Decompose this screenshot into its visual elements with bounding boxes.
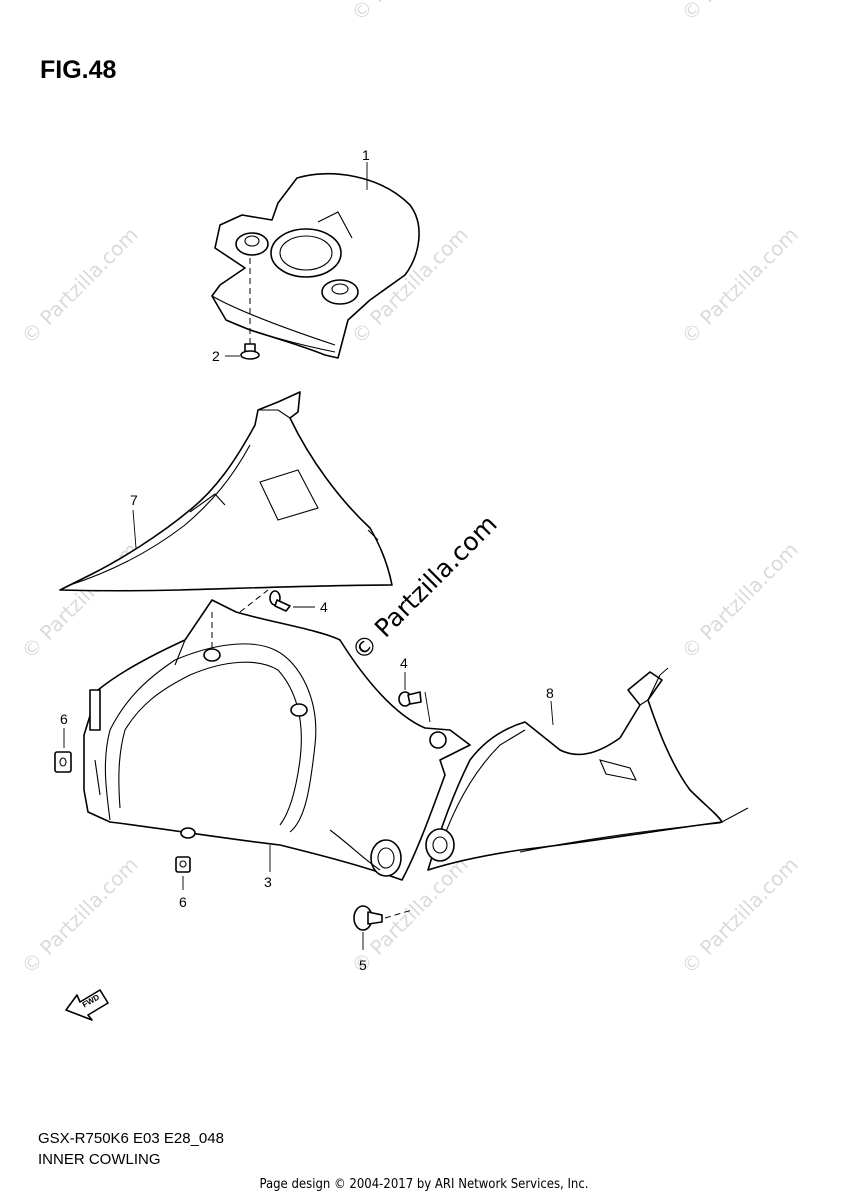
callout-8: 8 [546, 685, 554, 701]
part-1-cover [211, 162, 420, 359]
model-code: GSX-R750K6 E03 E28_048 [38, 1130, 224, 1147]
fwd-arrow-icon: FWD [65, 989, 109, 1021]
part-7-cowl [59, 391, 393, 592]
callout-4-upper: 4 [320, 599, 328, 615]
page-credit: Page design © 2004-2017 by ARI Network S… [259, 1177, 589, 1192]
part-2-bolt [225, 343, 260, 360]
callout-1: 1 [362, 147, 370, 163]
part-6-clip-upper [54, 728, 72, 773]
part-3-inner-cowling [83, 599, 471, 881]
callout-5: 5 [359, 957, 367, 973]
section-name: INNER COWLING [38, 1151, 161, 1168]
figure-title: FIG.48 [40, 56, 117, 84]
callout-7: 7 [130, 492, 138, 508]
watermark: © Partzilla.com [347, 0, 473, 26]
part-4-screw-upper [239, 589, 315, 613]
callout-4-lower: 4 [400, 655, 408, 671]
callout-6-lower: 6 [179, 894, 187, 910]
callout-2: 2 [212, 348, 220, 364]
callouts: 1 2 7 4 4 8 6 3 6 5 [60, 147, 554, 973]
part-6-clip-lower [175, 856, 191, 890]
watermark: © Partzilla.com [17, 852, 143, 978]
watermark: © Partzilla.com [677, 852, 803, 978]
watermark: © Partzilla.com [17, 222, 143, 348]
part-4-screw-lower [398, 672, 431, 723]
watermark: © Partzilla.com [677, 222, 803, 348]
part-5-grommet [353, 905, 413, 950]
watermark: © Partzilla.com [677, 537, 803, 663]
callout-3: 3 [264, 874, 272, 890]
callout-6-upper: 6 [60, 711, 68, 727]
watermark: © Partzilla.com [677, 0, 803, 26]
part-8-side-cowl [425, 667, 749, 871]
